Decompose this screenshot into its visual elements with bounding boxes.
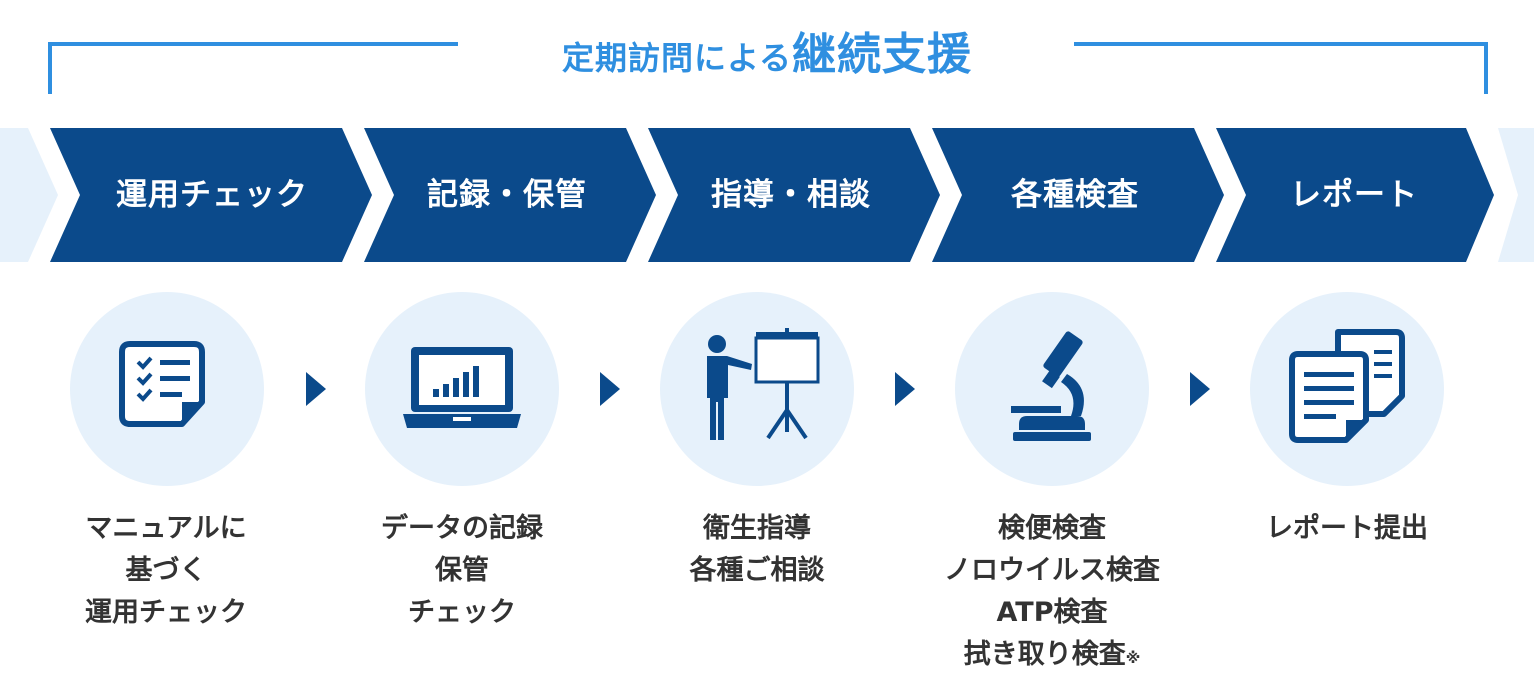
- description-line: マニュアルに: [85, 513, 247, 544]
- description-line-text: 拭き取り検査: [963, 639, 1126, 670]
- checklist-icon: [119, 341, 205, 427]
- description-line: レポート提出: [1266, 513, 1428, 544]
- chevron-step-1: [50, 128, 372, 262]
- step-description-3: 衛生指導 各種ご相談: [617, 508, 897, 592]
- description-line: 各種ご相談: [689, 555, 825, 586]
- icon-circle-2: [365, 292, 559, 486]
- flow-arrow-1: [306, 372, 326, 406]
- step-description-1: マニュアルに 基づく 運用チェック: [26, 508, 306, 634]
- description-line: データの記録: [381, 513, 543, 544]
- band-edge-right: [1498, 128, 1534, 262]
- description-line: 衛生指導: [703, 513, 811, 544]
- microscope-icon: [1011, 331, 1091, 441]
- description-line: ATP検査: [996, 597, 1108, 628]
- icon-circle-4: [955, 292, 1149, 486]
- icon-circle-3: [660, 292, 854, 486]
- chevron-step-5: [1216, 128, 1494, 262]
- step-label-3: 指導・相談: [711, 177, 871, 213]
- band-edge-left: [0, 128, 58, 262]
- step-label-2: 記録・保管: [427, 177, 587, 213]
- chevron-step-4: [932, 128, 1224, 262]
- chevron-step-2: [364, 128, 656, 262]
- step-description-2: データの記録 保管 チェック: [322, 508, 602, 634]
- title-part1: 定期訪問による: [561, 39, 793, 77]
- description-line: チェック: [408, 597, 516, 628]
- description-line: 保管: [435, 555, 489, 586]
- description-line: ノロウイルス検査: [944, 555, 1160, 586]
- flow-arrow-2: [600, 372, 620, 406]
- title-part2: 継続支援: [792, 29, 973, 80]
- process-band: [0, 128, 1534, 262]
- description-line: 拭き取り検査※: [912, 634, 1192, 679]
- title-bracket: [48, 42, 1488, 94]
- footnote-mark: ※: [1125, 649, 1141, 667]
- description-line: 検便検査: [998, 513, 1106, 544]
- step-label-4: 各種検査: [1011, 177, 1139, 213]
- flow-arrow-4: [1190, 372, 1210, 406]
- report-documents-icon: [1289, 329, 1405, 443]
- chevron-step-3: [648, 128, 940, 262]
- icon-circle-1: [70, 292, 264, 486]
- step-description-4: 検便検査 ノロウイルス検査 ATP検査 拭き取り検査※: [912, 508, 1192, 679]
- flow-arrow-3: [895, 372, 915, 406]
- step-label-1: 運用チェック: [116, 177, 308, 213]
- step-description-5: レポート提出: [1207, 508, 1487, 550]
- presentation-icon: [707, 328, 820, 440]
- step-label-5: レポート: [1290, 177, 1418, 213]
- laptop-chart-icon: [403, 347, 521, 428]
- description-line: 運用チェック: [85, 597, 247, 628]
- diagram-title: 定期訪問による継続支援: [0, 18, 1534, 82]
- description-line: 基づく: [125, 555, 207, 586]
- icon-circle-5: [1250, 292, 1444, 486]
